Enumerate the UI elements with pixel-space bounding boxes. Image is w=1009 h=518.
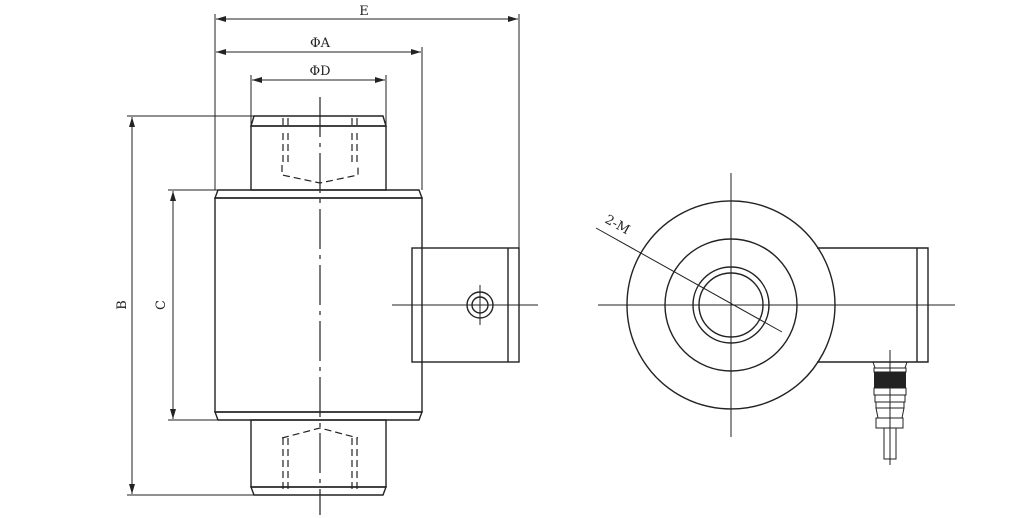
dimension-e-label: E xyxy=(359,4,369,19)
side-connector-housing xyxy=(392,247,538,363)
top-nut xyxy=(250,115,387,191)
top-flange xyxy=(213,189,424,199)
side-view: E ΦA ΦD xyxy=(115,4,538,515)
cable-gland xyxy=(872,350,908,465)
dimension-e: E xyxy=(214,4,520,248)
dimension-c-label: C xyxy=(154,300,169,310)
top-view: 2-M xyxy=(595,173,955,465)
dimension-b-label: B xyxy=(115,300,130,310)
dimension-phi-a-label: ΦA xyxy=(310,36,331,51)
dimension-phi-d-label: ΦD xyxy=(309,64,330,79)
dimension-phi-d: ΦD xyxy=(250,64,387,126)
cell-body xyxy=(214,197,423,413)
bottom-flange xyxy=(213,411,424,421)
dimension-b: B xyxy=(115,115,254,496)
dimension-phi-a: ΦA xyxy=(216,36,423,190)
bottom-nut xyxy=(249,419,388,496)
dimension-c: C xyxy=(154,189,218,421)
thread-leader xyxy=(595,227,783,333)
